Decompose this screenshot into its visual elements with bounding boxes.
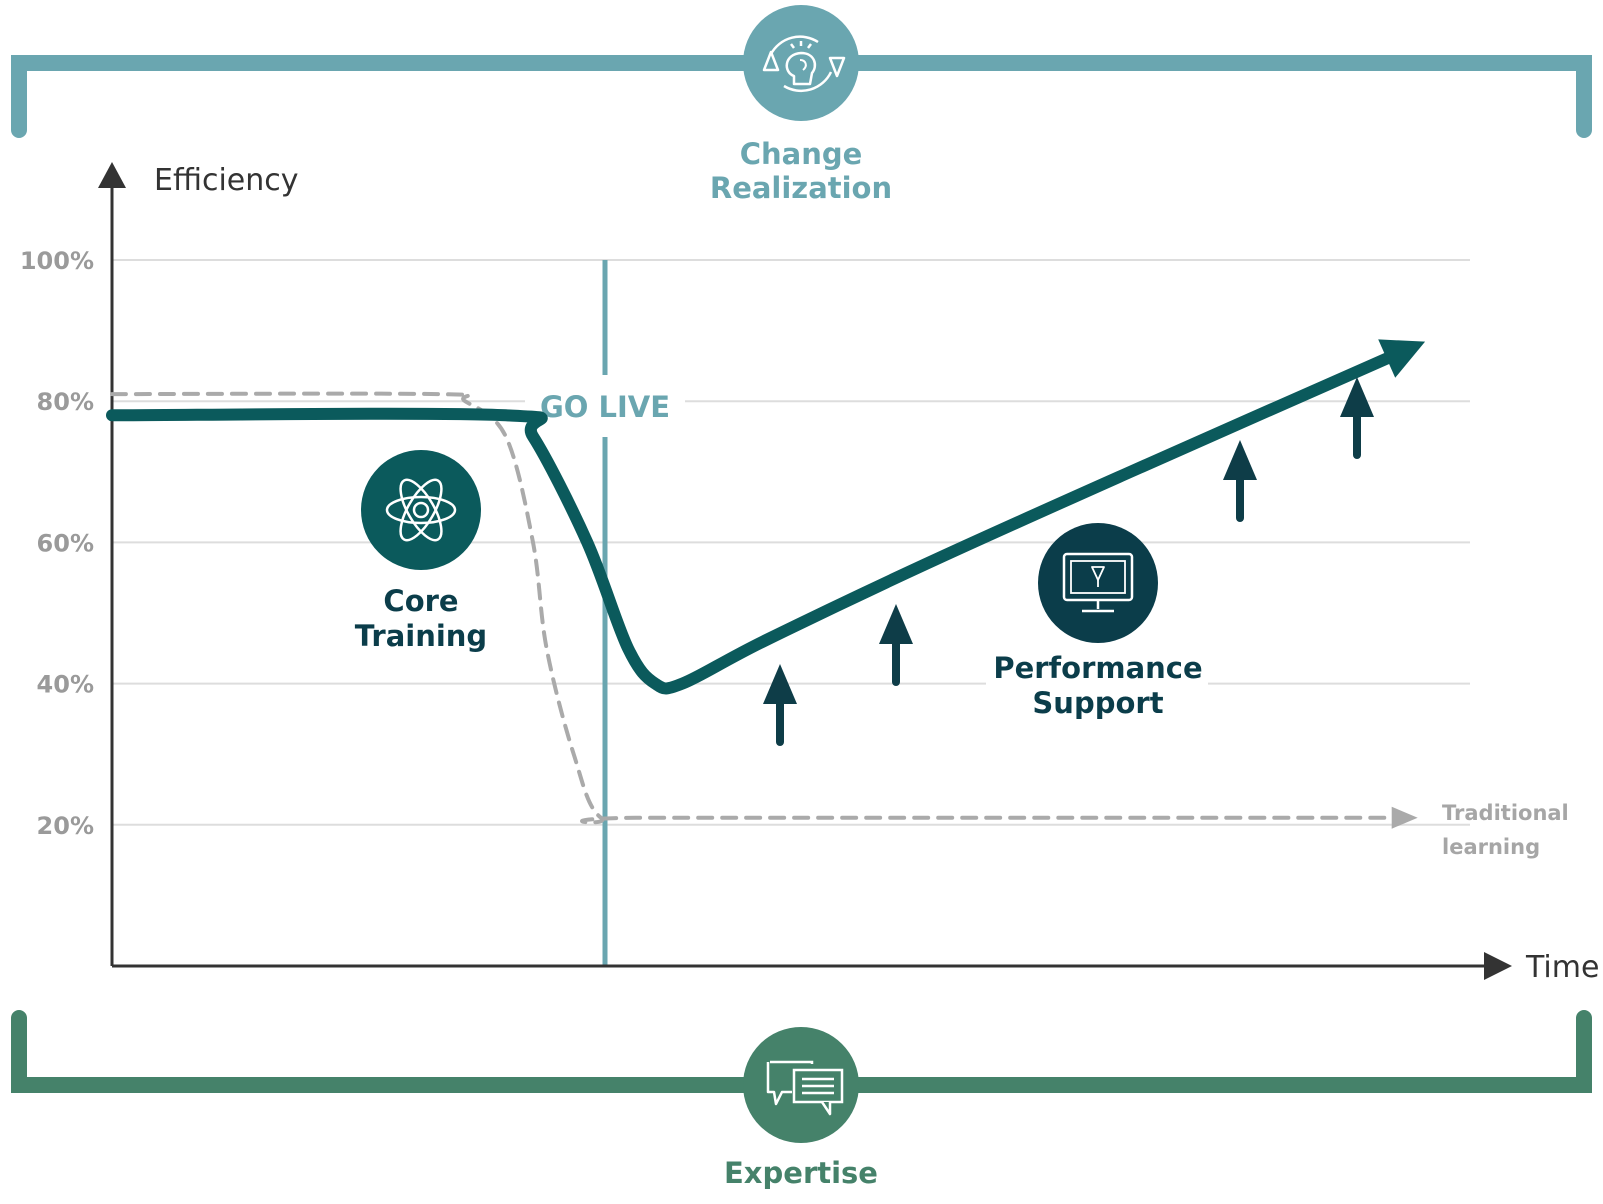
series-arrowhead-main [1378, 339, 1426, 378]
up-arrow-icon [1223, 440, 1257, 522]
y-tick-label: 40% [37, 671, 94, 699]
x-axis-arrowhead [1484, 952, 1512, 980]
gridlines [112, 259, 1470, 826]
performance-support-label-bg [986, 660, 1208, 722]
change-realization-label-1: Change [740, 137, 863, 171]
change-realization-label-2: Realization [710, 171, 892, 205]
go-live-label: GO LIVE [540, 390, 670, 424]
x-axis-label: Time [1525, 950, 1599, 985]
y-axis-arrowhead [98, 162, 126, 188]
up-arrow-icon [879, 604, 913, 686]
traditional-learning-label-2: learning [1442, 835, 1540, 859]
expertise-label: Expertise [724, 1156, 878, 1190]
y-tick-label: 20% [37, 812, 94, 840]
performance-support-label-1: Performance [993, 651, 1202, 685]
performance-support-label-2: Support [1032, 686, 1163, 720]
series-arrowhead-traditional [1391, 806, 1418, 829]
y-tick-label: 80% [37, 388, 94, 416]
series-line-main [106, 345, 1409, 695]
go-live-label-bg [525, 385, 685, 429]
series-line-traditional [110, 391, 1405, 825]
atom-icon [361, 450, 481, 570]
core-training-label-2: Training [355, 619, 487, 653]
upward-arrows [763, 377, 1374, 746]
y-axis-label: Efficiency [154, 163, 299, 198]
up-arrow-icon [1340, 377, 1374, 459]
lightbulb-head-cycle-icon [743, 5, 859, 121]
y-tick-label: 60% [37, 529, 94, 557]
traditional-learning-label-1: Traditional [1442, 801, 1569, 825]
monitor-icon [1038, 523, 1158, 643]
y-tick-label: 100% [20, 247, 94, 275]
up-arrow-icon [763, 664, 797, 746]
series-layer [106, 339, 1426, 829]
speech-bubbles-icon [743, 1027, 859, 1143]
core-training-label-1: Core [383, 584, 458, 618]
y-tick-labels: 100% 80% 60% 40% 20% [20, 247, 94, 840]
